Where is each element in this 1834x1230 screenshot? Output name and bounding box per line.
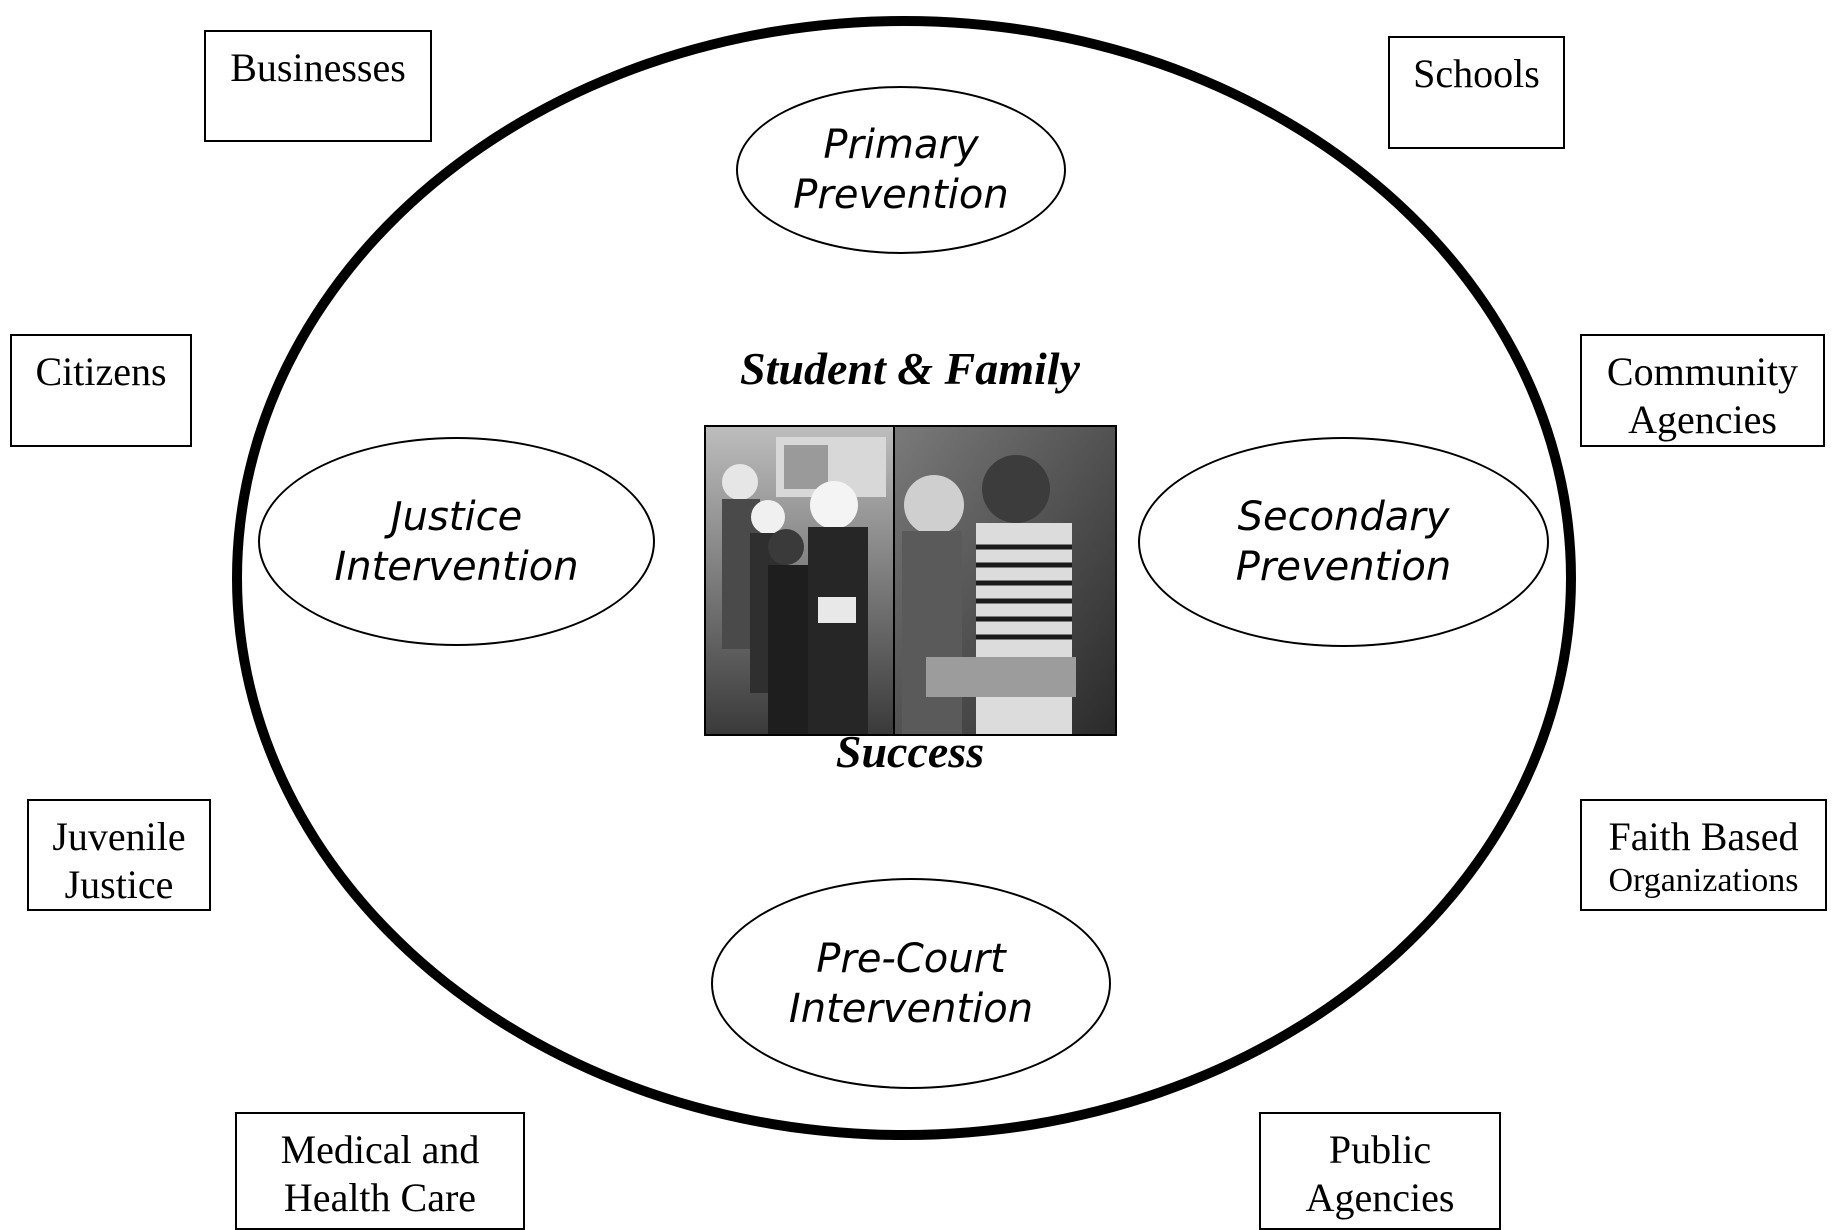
node-precourt-line-2: Intervention (788, 985, 1034, 1032)
box-faith-line-2: Organizations (1608, 862, 1799, 899)
node-pre-court-intervention: Pre-Court Intervention (711, 878, 1111, 1089)
node-secondary-prevention: Secondary Prevention (1138, 437, 1549, 647)
box-juvenile-line-1: Juvenile (52, 814, 186, 859)
box-businesses-line-1: Businesses (230, 45, 406, 90)
node-secondary-line-1: Secondary (1237, 494, 1450, 540)
box-schools-line-1: Schools (1413, 51, 1540, 96)
node-primary-line-2: Prevention (793, 172, 1009, 218)
box-citizens: Citizens (10, 334, 192, 447)
node-precourt-line-1: Pre-Court (816, 935, 1006, 982)
box-community-line-1: Community (1606, 349, 1799, 394)
box-public-agencies: Public Agencies (1259, 1112, 1501, 1230)
box-medical-health-care: Medical and Health Care (235, 1112, 525, 1230)
box-citizens-line-1: Citizens (35, 349, 167, 394)
node-primary-line-1: Primary (823, 122, 979, 168)
box-businesses: Businesses (204, 30, 432, 142)
node-justice-intervention: Justice Intervention (258, 437, 655, 646)
box-schools: Schools (1388, 36, 1565, 149)
node-primary-prevention: Primary Prevention (736, 86, 1066, 254)
photo-image (706, 427, 1115, 734)
box-faith-line-1: Faith Based (1608, 814, 1799, 859)
community-circle (232, 16, 1576, 1140)
box-community-line-2: Agencies (1628, 397, 1777, 442)
center-title: Student & Family (740, 343, 1080, 394)
box-juvenile-line-2: Justice (64, 862, 174, 907)
center-photo (704, 425, 1117, 736)
node-justice-line-2: Intervention (334, 543, 579, 590)
box-community-agencies: Community Agencies (1580, 334, 1825, 447)
box-juvenile-justice: Juvenile Justice (27, 799, 211, 911)
node-secondary-line-2: Prevention (1235, 544, 1452, 590)
center-subtitle: Success (835, 726, 985, 777)
box-public-line-1: Public (1328, 1127, 1432, 1172)
box-medical-line-2: Health Care (283, 1175, 477, 1220)
box-medical-line-1: Medical and (280, 1127, 480, 1172)
box-faith-based: Faith Based Organizations (1580, 799, 1827, 911)
box-public-line-2: Agencies (1305, 1175, 1455, 1220)
node-justice-line-1: Justice (390, 493, 523, 540)
